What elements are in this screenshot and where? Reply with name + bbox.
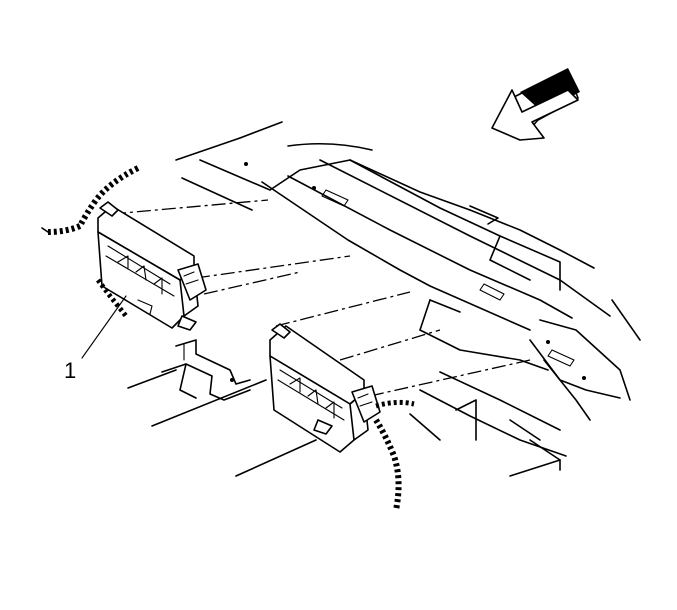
floor-pan	[175, 121, 641, 477]
floor-bracket	[127, 339, 317, 477]
electronic-module-lower	[269, 323, 381, 453]
callout-label: 1	[64, 358, 76, 383]
callout-1: 1	[64, 295, 127, 383]
alignment-lines-upper	[111, 199, 351, 295]
electronic-module-upper	[97, 201, 207, 331]
direction-arrow	[491, 68, 580, 141]
wire-harness-upper	[41, 165, 140, 318]
alignment-lines-lower	[275, 291, 531, 397]
wire-harness-lower	[373, 399, 415, 511]
